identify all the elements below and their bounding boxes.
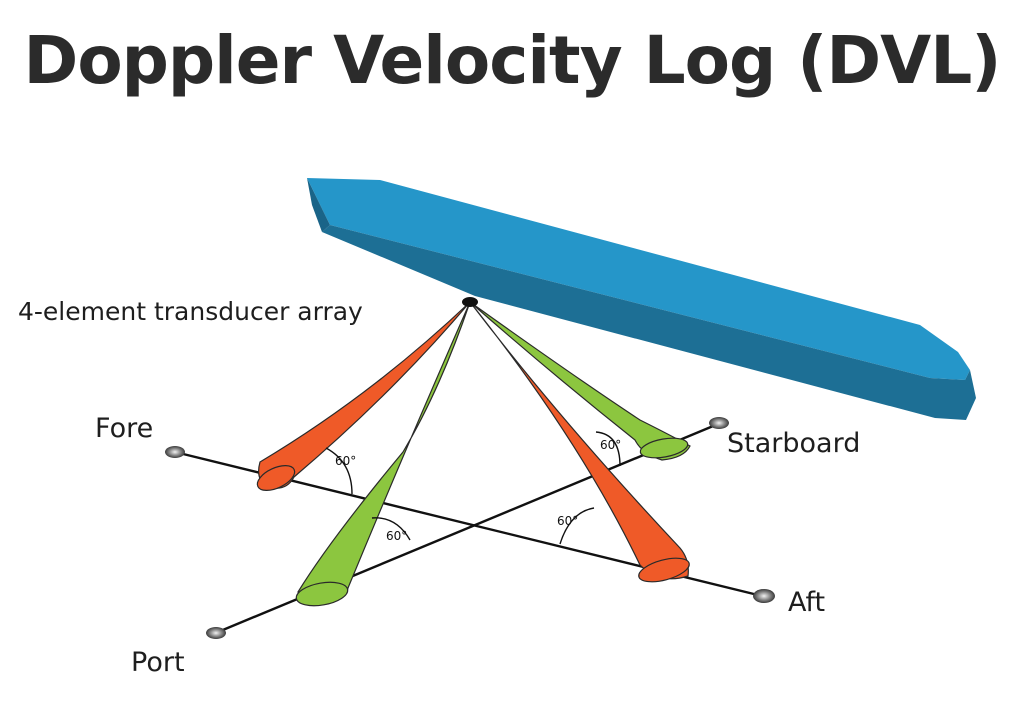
starboard-angle-label: 60° xyxy=(600,438,621,452)
fore-beam xyxy=(258,301,471,489)
diagram-title: Doppler Velocity Log (DVL) xyxy=(23,22,1002,99)
ship-hull xyxy=(307,178,976,420)
aft-beam xyxy=(469,301,689,580)
aft-footprint xyxy=(638,557,690,583)
port-footprint xyxy=(295,581,349,607)
aft-cap xyxy=(753,589,775,603)
fore-angle-arc xyxy=(325,447,353,495)
starboard-cap xyxy=(709,417,729,429)
port-label: Port xyxy=(131,647,185,678)
hull-bow-face xyxy=(307,178,330,232)
hull-top-face xyxy=(307,178,970,380)
fore-footprint xyxy=(256,465,296,491)
port-angle-label: 60° xyxy=(386,529,407,543)
fore-label: Fore xyxy=(95,413,153,444)
axis-caps xyxy=(165,417,775,639)
transducer-label: 4-element transducer array xyxy=(18,297,363,326)
beam-footprints xyxy=(256,437,690,607)
port-beam xyxy=(297,301,471,605)
port-cap xyxy=(206,627,226,639)
starboard-footprint xyxy=(639,437,689,459)
starboard-angle-arc xyxy=(595,431,621,467)
beams xyxy=(258,301,691,605)
fore-angle-label: 60° xyxy=(335,454,356,468)
angle-arcs xyxy=(325,431,621,545)
hull-side-face xyxy=(322,225,976,420)
port-angle-arc xyxy=(371,517,411,541)
aft-angle-label: 60° xyxy=(557,514,578,528)
aft-label: Aft xyxy=(788,587,825,618)
starboard-beam xyxy=(469,301,691,461)
transducer-array-icon xyxy=(462,297,478,307)
fore-cap xyxy=(165,446,185,458)
aft-angle-arc xyxy=(559,507,595,545)
starboard-label: Starboard xyxy=(727,428,860,459)
